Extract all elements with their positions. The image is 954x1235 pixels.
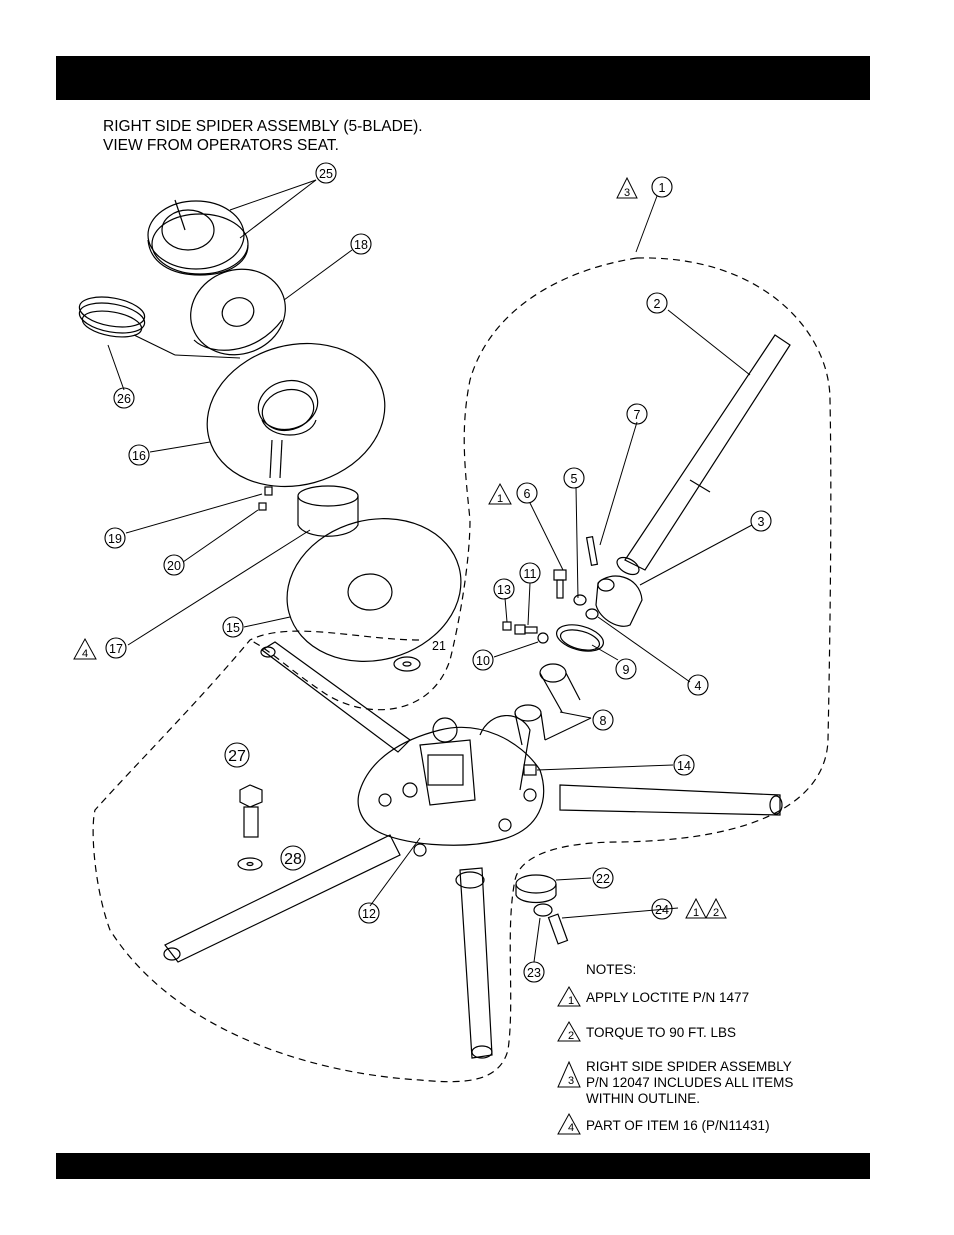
callout-25: 25 [319,167,333,181]
part-11-fitting [514,624,538,635]
callout-2: 2 [654,297,661,311]
part-19-fitting [264,486,273,496]
part-2-arm [616,334,791,576]
note-2-marker: 2 [568,1030,574,1042]
note-triangle-labels: 3 1 4 1 2 1 2 3 4 [82,187,719,1134]
callout-23: 23 [527,966,541,980]
callout-20: 20 [167,559,181,573]
callout-24: 24 [655,903,669,917]
leader-lines [107,179,753,963]
part-5-nut [573,594,587,606]
diagram-title: RIGHT SIDE SPIDER ASSEMBLY (5-BLADE). VI… [103,117,423,155]
part-21-washer [393,656,421,672]
callout-26: 26 [117,392,131,406]
callout-4: 4 [695,679,702,693]
part-22-cap [515,874,557,904]
marker-2-callout-24: 2 [713,907,719,919]
callout-5: 5 [571,472,578,486]
callout-10: 10 [476,654,490,668]
assembly-outline-upper [249,257,638,711]
note-4-text: PART OF ITEM 16 (P/N11431) [586,1118,770,1133]
note-2-text: TORQUE TO 90 FT. LBS [586,1025,737,1040]
part-9-gasket [556,624,604,652]
arm-upper-left [260,641,411,753]
callouts [104,162,772,983]
part-13-fitting [502,621,512,631]
part-14-fitting [523,764,537,776]
callout-7: 7 [634,408,641,422]
part-20-fitting [258,502,267,511]
callout-16: 16 [132,449,146,463]
spider-hub [357,715,545,857]
note-3-text-line-1: RIGHT SIDE SPIDER ASSEMBLY [586,1059,792,1074]
callout-18: 18 [354,238,368,252]
part-23-washer [533,903,553,917]
part-7-pin [585,535,599,567]
title-line-2: VIEW FROM OPERATORS SEAT. [103,137,339,154]
marker-1-callout-24: 1 [693,907,699,919]
note-triangles [73,176,727,1135]
note-3-marker: 3 [568,1075,574,1087]
callout-12: 12 [362,907,376,921]
part-27-bolt [239,784,263,838]
callout-3: 3 [758,515,765,529]
part-4-nut [585,608,599,620]
callout-8: 8 [600,714,607,728]
callout-21: 21 [432,639,446,653]
header-bar [56,56,870,100]
note-4-marker: 4 [568,1122,574,1134]
marker-3-callout-1: 3 [624,187,630,199]
part-10-oring [537,632,549,644]
callout-22: 22 [596,872,610,886]
title-line-1: RIGHT SIDE SPIDER ASSEMBLY (5-BLADE). [103,118,423,135]
callout-28: 28 [284,851,302,868]
note-1-marker: 1 [568,995,574,1007]
part-6-bolt [553,569,567,599]
part-26-spring [78,296,146,338]
marker-1-callout-6: 1 [497,493,503,505]
callout-13: 13 [497,583,511,597]
part-28-washer [237,857,263,871]
part-18-disk [190,268,286,356]
callout-11: 11 [524,567,537,581]
assembly-outline-main [92,257,832,1083]
callout-6: 6 [524,487,531,501]
callout-1: 1 [659,181,666,195]
part-8-bushing-b [514,704,546,746]
footer-bar [56,1153,870,1179]
arm-bottom [455,867,493,1059]
callout-9: 9 [623,663,630,677]
part-25-seal [147,199,249,276]
callout-27: 27 [228,748,246,765]
part-24-bolt [547,913,569,945]
part-17-collar [297,485,359,537]
arm-lower-left [163,834,401,963]
callout-17: 17 [109,642,123,656]
marker-4-callout-17: 4 [82,648,88,660]
note-3-text-line-3: WITHIN OUTLINE. [586,1091,700,1106]
part-16-pan [206,342,386,488]
callout-19: 19 [108,532,122,546]
note-1-text: APPLY LOCTITE P/N 1477 [586,990,750,1005]
callout-labels: 25 18 26 16 19 20 17 15 1 2 7 3 5 6 13 1… [108,167,764,980]
callout-14: 14 [677,759,691,773]
part-8-bushing-a [539,663,581,713]
callout-15: 15 [226,621,240,635]
arm-right [559,784,783,816]
part-15-disk [286,518,462,662]
notes-heading: NOTES: [586,962,637,977]
part-3-elbow [595,575,643,627]
note-3-text-line-2: P/N 12047 INCLUDES ALL ITEMS [586,1075,794,1090]
